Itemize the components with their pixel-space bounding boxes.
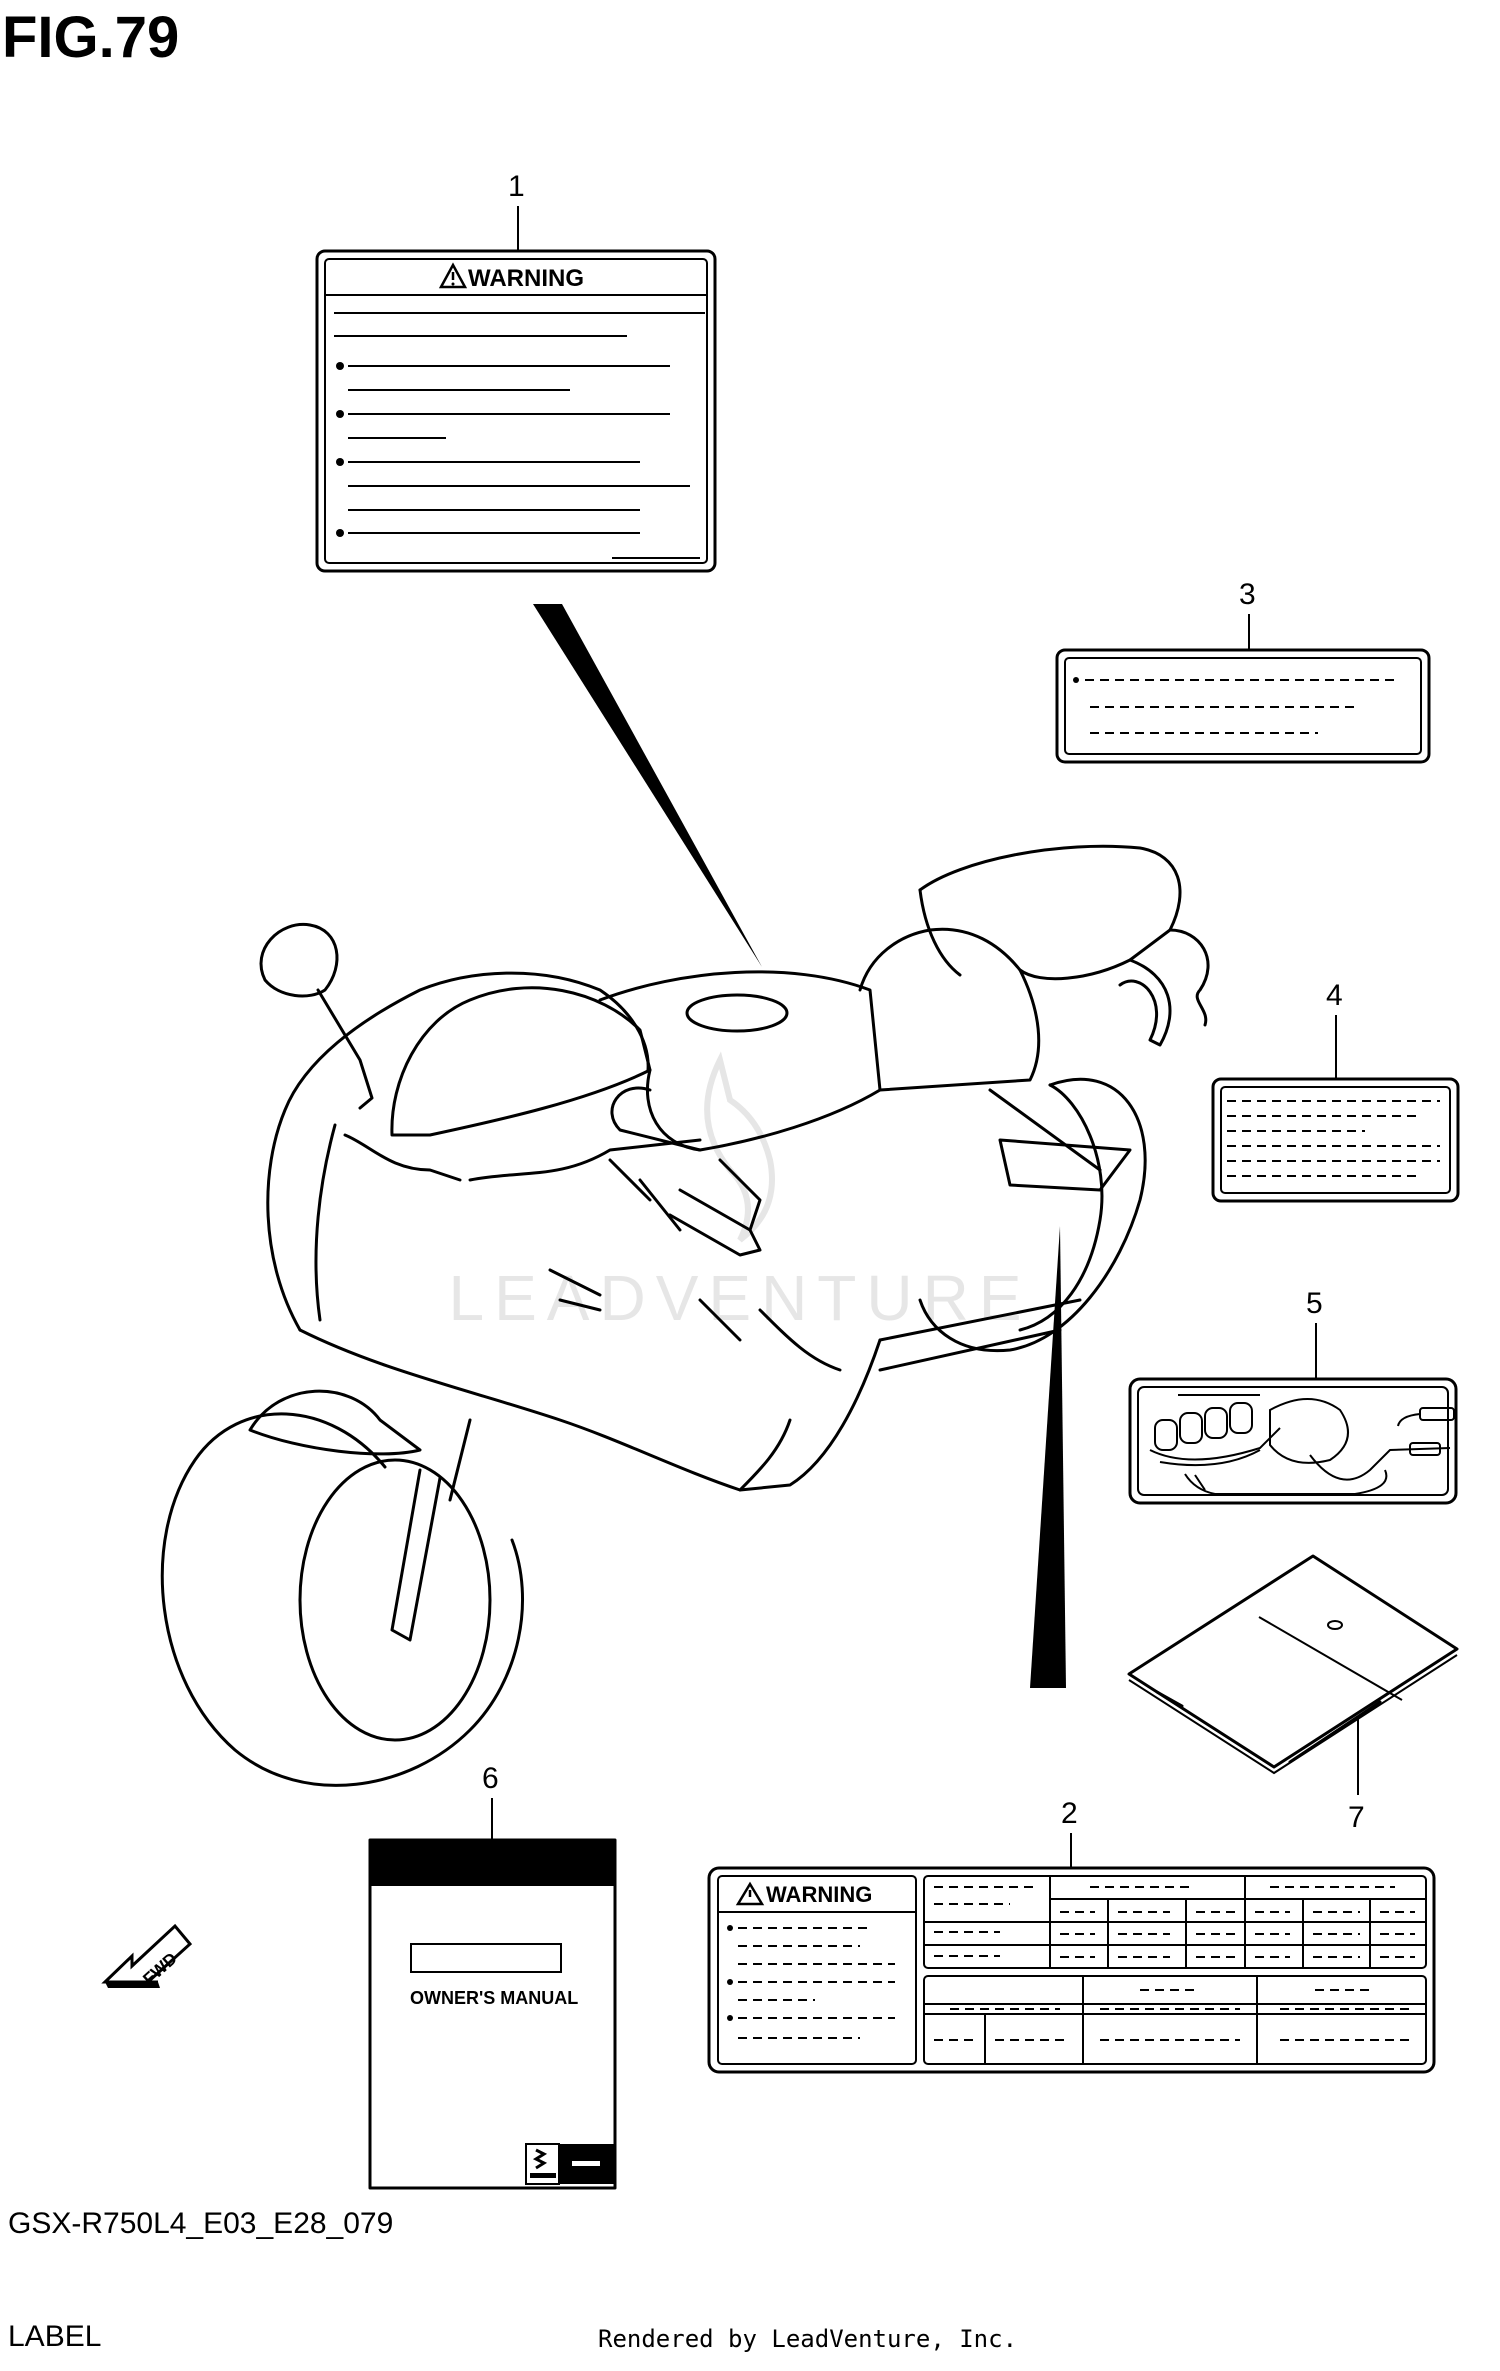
label-3[interactable] bbox=[1055, 648, 1431, 764]
callout-6: 6 bbox=[482, 1762, 499, 1840]
callout-number: 2 bbox=[1061, 1797, 1078, 1830]
motorcycle-outline bbox=[160, 844, 1210, 1787]
section-name: LABEL bbox=[8, 2320, 102, 2353]
callout-5: 5 bbox=[1306, 1287, 1323, 1378]
callout-number: 4 bbox=[1326, 979, 1343, 1012]
warning-triangle-icon bbox=[735, 1881, 765, 1906]
label-4[interactable] bbox=[1211, 1077, 1460, 1203]
watermark-text: LEADVENTURE bbox=[449, 1262, 1032, 1334]
warning-label-2[interactable]: WARNING bbox=[707, 1866, 1436, 2074]
callout-number: 6 bbox=[482, 1762, 499, 1795]
watermark: LEADVENTURE bbox=[449, 1051, 1032, 1334]
callout-number: 7 bbox=[1348, 1801, 1365, 1834]
callout-3: 3 bbox=[1239, 578, 1256, 650]
warning-triangle-icon bbox=[438, 262, 468, 289]
owners-manual[interactable]: OWNER'S MANUAL bbox=[368, 1838, 617, 2190]
warning-heading: WARNING bbox=[766, 1882, 872, 1907]
suzuki-logo-icon bbox=[530, 2148, 556, 2178]
label-5-vacuum-hose-routing[interactable] bbox=[1128, 1377, 1458, 1505]
callout-7: 7 bbox=[1348, 1717, 1365, 1834]
callout-2: 2 bbox=[1061, 1797, 1078, 1868]
callout-number: 3 bbox=[1239, 578, 1256, 611]
callout-number: 1 bbox=[508, 170, 525, 203]
callout-1: 1 bbox=[508, 170, 525, 250]
pointer-wedge-1 bbox=[533, 604, 762, 967]
pointer-wedge-2 bbox=[1030, 1226, 1066, 1688]
figure-title: FIG.79 bbox=[2, 5, 180, 70]
callout-4: 4 bbox=[1326, 979, 1343, 1078]
warning-heading: WARNING bbox=[468, 265, 584, 292]
footer-credit: Rendered by LeadVenture, Inc. bbox=[598, 2325, 1018, 2353]
warning-label-1[interactable]: WARNING bbox=[315, 249, 717, 573]
fwd-arrow-icon: FWD bbox=[101, 1923, 193, 1989]
model-code: GSX-R750L4_E03_E28_079 bbox=[8, 2207, 394, 2240]
callout-number: 5 bbox=[1306, 1287, 1323, 1320]
manual-title: OWNER'S MANUAL bbox=[410, 1988, 578, 2008]
label-7-info-sheet[interactable] bbox=[1127, 1554, 1459, 1775]
